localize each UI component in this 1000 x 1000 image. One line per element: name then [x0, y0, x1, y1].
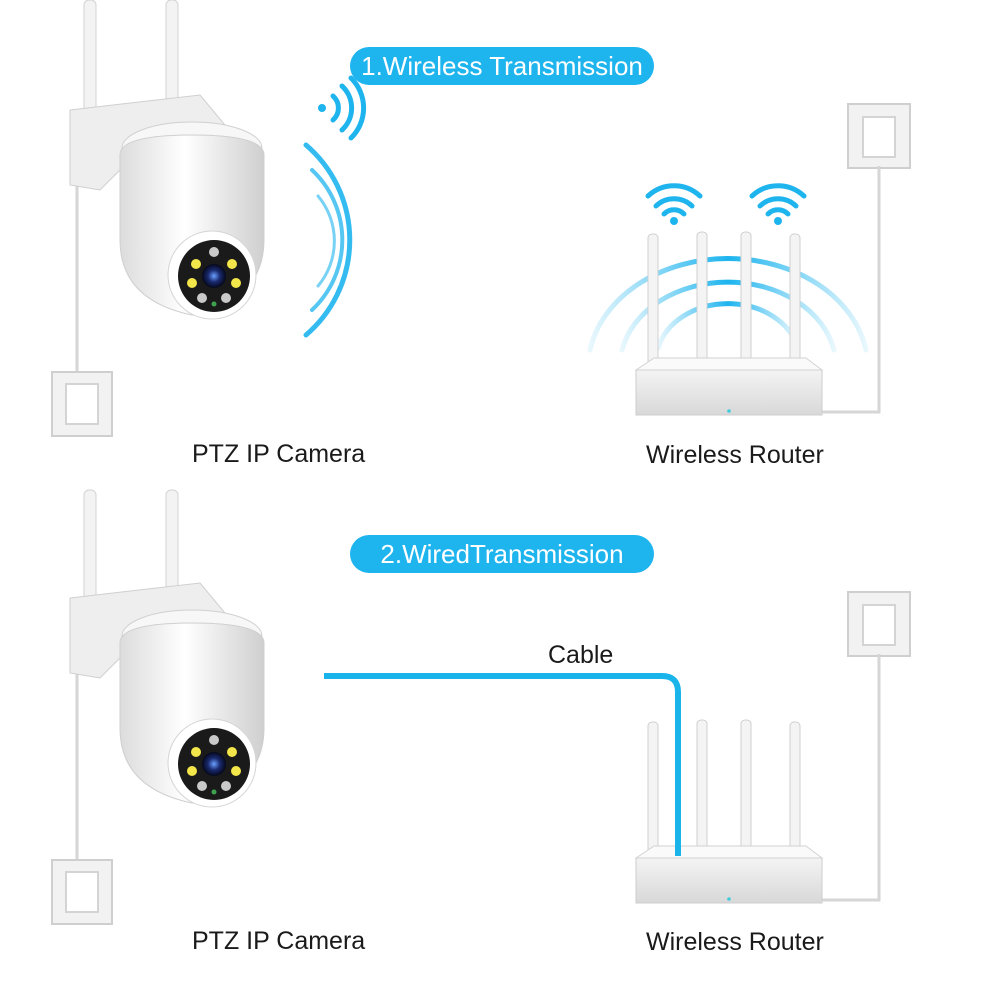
camera-illustration [51, 0, 265, 437]
router-illustration [587, 103, 911, 416]
router-illustration [634, 591, 911, 904]
wall-socket-icon [847, 591, 911, 657]
wifi-signal-icon [318, 75, 367, 141]
camera-label: PTZ IP Camera [192, 927, 366, 955]
camera-signal-waves [303, 142, 353, 338]
wired-transmission-title: 2.WiredTransmission [350, 535, 654, 573]
cable-label: Cable [548, 641, 614, 669]
wifi-icon [749, 183, 807, 225]
wifi-icon [645, 183, 703, 225]
router-signal-waves [587, 256, 869, 353]
router-label: Wireless Router [646, 441, 824, 469]
wall-socket-icon [847, 103, 911, 169]
wall-socket-icon [51, 859, 113, 925]
router-label: Wireless Router [646, 928, 824, 956]
camera-label: PTZ IP Camera [192, 440, 366, 468]
network-cable [324, 673, 681, 856]
wall-socket-icon [51, 371, 113, 437]
camera-illustration [51, 489, 265, 925]
wireless-transmission-title: 1.Wireless Transmission [350, 47, 654, 85]
